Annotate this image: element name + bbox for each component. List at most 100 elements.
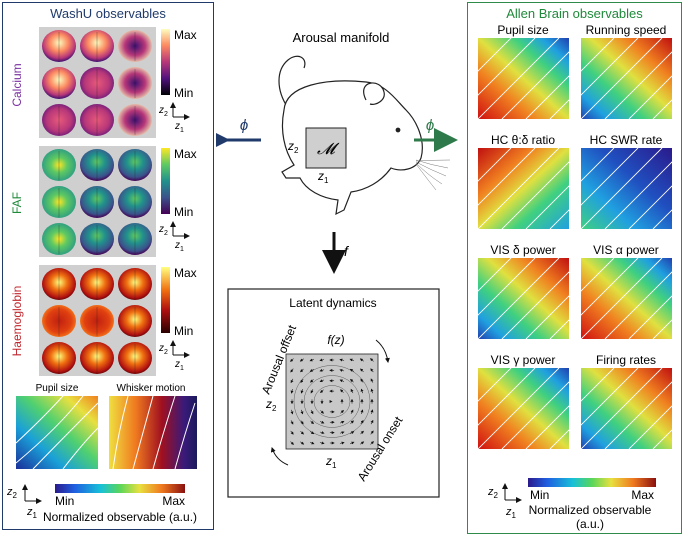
- fz-label: f(z): [327, 333, 344, 347]
- contour-line: [581, 38, 639, 96]
- washu-figure: Calcium FAF Haemoglobin Max Min Max Min …: [6, 27, 197, 524]
- vector-arrow: [339, 441, 345, 445]
- mouse-illustration: [278, 55, 423, 216]
- washu-horizontal-colorbar: [55, 484, 185, 493]
- small-axis-z2: z2: [158, 105, 168, 118]
- contour-line: [581, 38, 663, 119]
- contour-line: [478, 38, 536, 96]
- contour-line: [549, 99, 569, 119]
- contour-line: [478, 258, 536, 316]
- allen-map: [581, 148, 672, 229]
- washu-colorbar-max: Max: [162, 494, 185, 508]
- contour-line: [478, 368, 512, 402]
- allen-axes: [502, 483, 522, 503]
- streamline: [313, 385, 351, 418]
- vector-arrow: [339, 379, 345, 383]
- whisker-motion-label: Whisker motion: [117, 383, 186, 394]
- allen-map: [581, 38, 672, 119]
- vector-arrow: [290, 420, 294, 425]
- contour-line: [478, 368, 536, 426]
- streamline: [293, 365, 371, 438]
- manifold-z2: z2: [287, 139, 299, 155]
- latent-dynamics-title: Latent dynamics: [289, 296, 376, 310]
- faf-max-label: Max: [174, 147, 197, 161]
- vector-arrow: [360, 368, 364, 373]
- vector-field: [285, 353, 379, 450]
- contour-line: [652, 319, 672, 339]
- row-label-faf: FAF: [10, 192, 24, 214]
- vector-arrow: [290, 389, 294, 394]
- contour-line: [581, 368, 615, 402]
- manifold-square: [305, 127, 347, 169]
- vector-arrow: [370, 419, 374, 425]
- allen-map: [478, 258, 569, 339]
- vector-arrow: [290, 430, 294, 435]
- vector-arrow: [349, 441, 355, 445]
- contour-line: [525, 185, 569, 229]
- bottom-axis-z1: z1: [26, 506, 38, 520]
- allen-map-label: HC θ:δ ratio: [491, 133, 555, 147]
- vector-arrow: [319, 379, 325, 382]
- vector-arrow: [319, 358, 325, 362]
- bottom-axis-z2: z2: [6, 486, 18, 500]
- vector-arrow: [370, 409, 374, 414]
- allen-map: [478, 148, 569, 229]
- contour-line: [652, 429, 672, 449]
- vector-arrow: [370, 368, 374, 373]
- streamline: [303, 375, 361, 428]
- contour-line: [652, 99, 672, 119]
- vector-arrow: [300, 441, 305, 445]
- allen-map-label: VIS δ power: [490, 243, 555, 257]
- vector-arrow: [340, 389, 344, 393]
- contour-line: [677, 368, 681, 449]
- small-axis-z1: z1: [174, 121, 184, 134]
- haemoglobin-colorbar: [161, 267, 170, 333]
- contour-line: [525, 405, 569, 449]
- contour-line: [604, 381, 672, 449]
- pupil-size-map: [16, 396, 98, 469]
- vector-arrow: [320, 389, 324, 393]
- curved-arrow-top: [375, 339, 390, 363]
- dyn-z2: z2: [265, 397, 277, 413]
- contour-line: [525, 75, 569, 119]
- whisker-motion-map: [109, 396, 197, 469]
- allen-axis-z2: z2: [487, 486, 499, 500]
- allen-map: [478, 368, 569, 449]
- vector-arrow: [319, 420, 325, 424]
- contour-line: [581, 258, 615, 292]
- contour-line: [581, 148, 615, 182]
- vector-arrow: [360, 430, 364, 435]
- vector-arrow: [370, 388, 374, 394]
- contour-line: [677, 38, 681, 119]
- vector-arrow: [290, 409, 294, 415]
- vector-arrow: [339, 358, 345, 362]
- curved-arrow-bottom: [270, 447, 289, 466]
- vector-arrow: [310, 379, 314, 383]
- contour-line: [677, 148, 681, 229]
- vector-arrow: [370, 441, 374, 445]
- vector-arrow: [310, 409, 314, 415]
- vector-arrow: [349, 368, 354, 372]
- vector-arrow: [310, 420, 314, 425]
- allen-map: [478, 38, 569, 119]
- contour-line: [501, 161, 569, 229]
- vector-arrow: [300, 378, 304, 383]
- manifold-z1: z1: [317, 169, 329, 185]
- calcium-max-label: Max: [174, 28, 197, 42]
- washu-colorbar-caption: Normalized observable (a.u.): [43, 510, 197, 524]
- vector-arrow: [290, 368, 294, 373]
- contour-line: [581, 148, 639, 206]
- vector-arrow: [309, 441, 315, 445]
- small-axis-z1: z1: [174, 359, 184, 372]
- vector-arrow: [340, 410, 344, 414]
- vector-arrow: [360, 388, 364, 394]
- contour-line: [478, 148, 512, 182]
- allen-map-label: VIS α power: [593, 243, 659, 257]
- center-figure: Arousal manifold 𝓜 z2 z1 ϕ ϕ f Latent dy…: [216, 30, 458, 498]
- contour-line: [652, 209, 672, 229]
- contour-line: [628, 185, 672, 229]
- washu-panel-title: WashU observables: [50, 6, 166, 21]
- contour-line: [677, 258, 681, 339]
- vector-arrow: [300, 409, 304, 415]
